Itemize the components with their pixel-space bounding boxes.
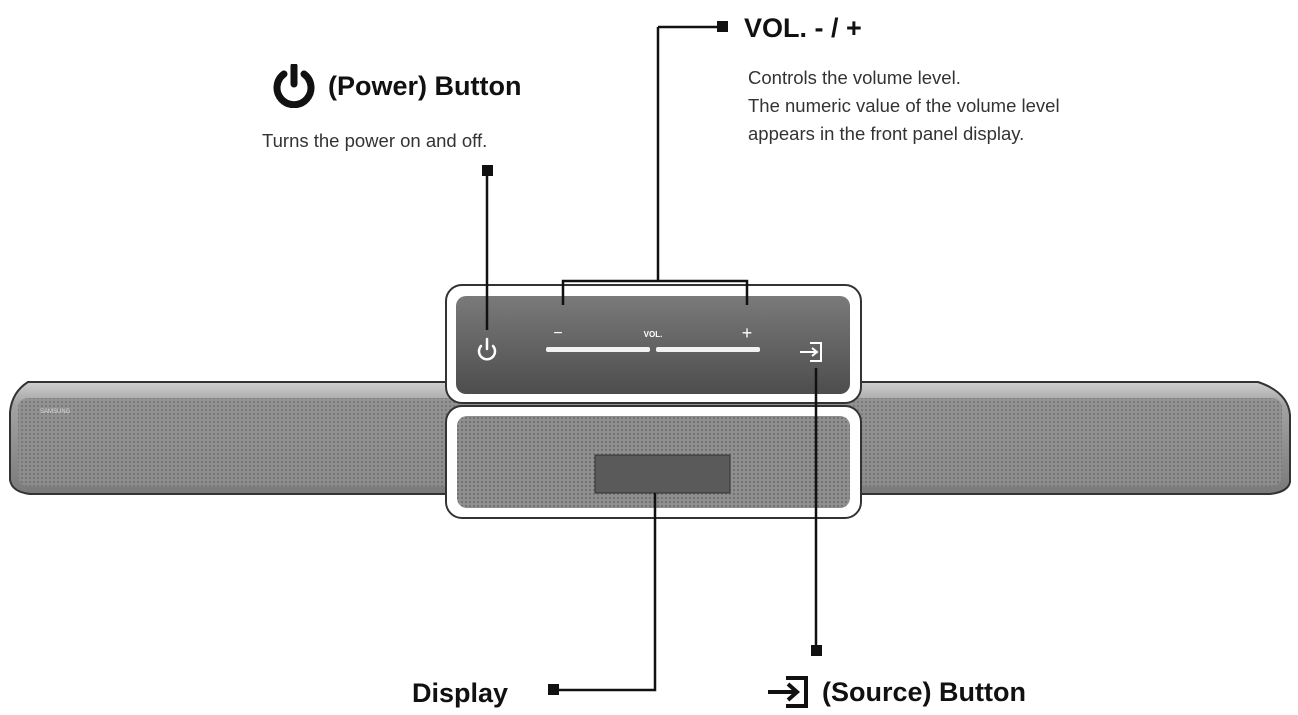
brand-logo: SAMSUNG — [40, 409, 71, 415]
power-button-description: Turns the power on and off. — [262, 130, 488, 151]
display-title: Display — [412, 678, 509, 708]
panel-power-icon[interactable] — [477, 337, 497, 361]
callout-lines — [485, 25, 818, 692]
panel-vol-slider-left[interactable] — [546, 347, 650, 352]
callout-markers — [482, 21, 822, 695]
panel-vol-slider-right[interactable] — [656, 347, 760, 352]
control-panel: − VOL. + — [445, 284, 862, 404]
volume-description-line: appears in the front panel display. — [748, 123, 1025, 144]
source-button-heading: (Source) Button — [766, 675, 1026, 709]
panel-source-icon[interactable] — [800, 342, 822, 362]
volume-bracket — [561, 279, 749, 305]
volume-description-line: The numeric value of the volume level — [748, 95, 1060, 116]
volume-heading: VOL. - / + — [744, 13, 862, 44]
display-panel — [445, 405, 862, 519]
power-button-title: (Power) Button — [328, 70, 522, 101]
display-window — [594, 454, 731, 494]
source-icon — [768, 676, 808, 708]
volume-description: Controls the volume level. The numeric v… — [748, 64, 1060, 148]
volume-description-line: Controls the volume level. — [748, 67, 961, 88]
display-callout-line — [555, 493, 657, 692]
source-button-title: (Source) Button — [822, 676, 1026, 707]
panel-vol-plus[interactable]: + — [742, 323, 753, 343]
panel-vol-label: VOL. — [644, 330, 663, 339]
power-button-heading: (Power) Button — [270, 64, 521, 108]
power-icon — [273, 64, 315, 108]
display-heading: Display — [412, 678, 508, 709]
volume-title: VOL. - / + — [744, 13, 862, 43]
panel-vol-minus[interactable]: − — [553, 325, 562, 342]
